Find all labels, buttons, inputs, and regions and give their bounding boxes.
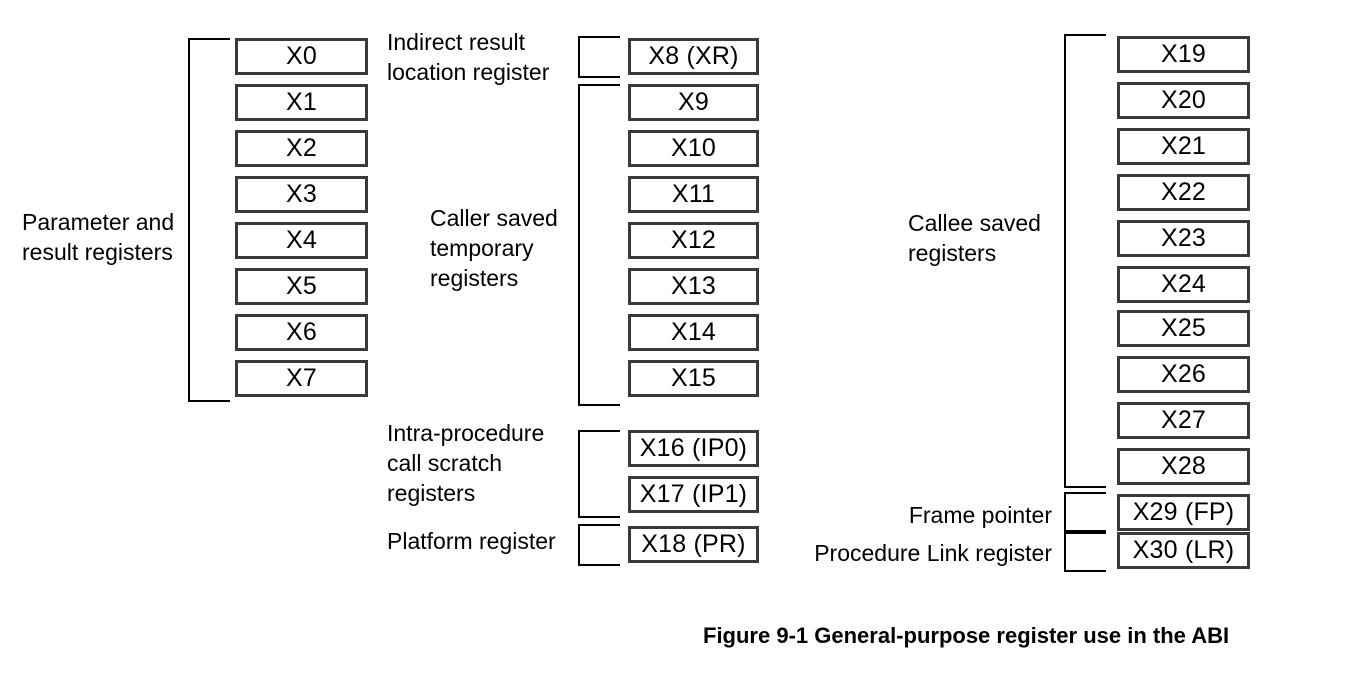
register-box-x5: X5: [235, 268, 368, 305]
register-box-x4: X4: [235, 222, 368, 259]
register-box-x10: X10: [628, 130, 759, 167]
label-parameter-and-result-registers: Parameter and result registers: [22, 209, 175, 265]
register-box-x0: X0: [235, 38, 368, 75]
bracket-callee-saved-registers: [1064, 34, 1106, 488]
bracket-frame-pointer: [1064, 492, 1106, 534]
bracket-intra-procedure-call-scratch-registers: [578, 430, 620, 518]
register-box-x16: X16 (IP0): [628, 430, 759, 467]
register-box-x3: X3: [235, 176, 368, 213]
label-procedure-link-register: Procedure Link register: [814, 540, 1052, 566]
register-box-x28: X28: [1117, 448, 1250, 485]
label-indirect-result-location-register: Indirect result location register: [387, 29, 550, 85]
register-box-x30: X30 (LR): [1117, 532, 1250, 569]
register-box-x24: X24: [1117, 266, 1250, 303]
label-callee-saved-registers: Callee saved registers: [908, 210, 1041, 266]
register-box-x12: X12: [628, 222, 759, 259]
register-box-x17: X17 (IP1): [628, 476, 759, 513]
label-platform-register: Platform register: [387, 528, 556, 554]
register-box-x23: X23: [1117, 220, 1250, 257]
register-box-x22: X22: [1117, 174, 1250, 211]
label-caller-saved-temporary-registers: Caller saved temporary registers: [430, 205, 558, 291]
label-intra-procedure-call-scratch-registers: Intra-procedure call scratch registers: [387, 420, 545, 506]
register-box-x26: X26: [1117, 356, 1250, 393]
bracket-parameter-and-result-registers: [188, 38, 230, 402]
register-box-x8: X8 (XR): [628, 38, 759, 75]
register-box-x15: X15: [628, 360, 759, 397]
register-box-x9: X9: [628, 84, 759, 121]
register-box-x14: X14: [628, 314, 759, 351]
bracket-caller-saved-temporary-registers: [578, 84, 620, 406]
bracket-platform-register: [578, 524, 620, 566]
register-box-x18: X18 (PR): [628, 526, 759, 563]
label-frame-pointer: Frame pointer: [908, 502, 1052, 528]
register-box-x20: X20: [1117, 82, 1250, 119]
register-box-x27: X27: [1117, 402, 1250, 439]
register-box-x7: X7: [235, 360, 368, 397]
register-box-x21: X21: [1117, 128, 1250, 165]
register-box-x13: X13: [628, 268, 759, 305]
register-box-x11: X11: [628, 176, 759, 213]
register-box-x19: X19: [1117, 36, 1250, 73]
figure-caption: Figure 9-1 General-purpose register use …: [703, 623, 1230, 648]
register-box-x1: X1: [235, 84, 368, 121]
bracket-indirect-result-location-register: [578, 36, 620, 78]
register-box-x25: X25: [1117, 310, 1250, 347]
register-box-x6: X6: [235, 314, 368, 351]
register-box-x29: X29 (FP): [1117, 494, 1250, 531]
register-box-x2: X2: [235, 130, 368, 167]
bracket-procedure-link-register: [1064, 530, 1106, 572]
